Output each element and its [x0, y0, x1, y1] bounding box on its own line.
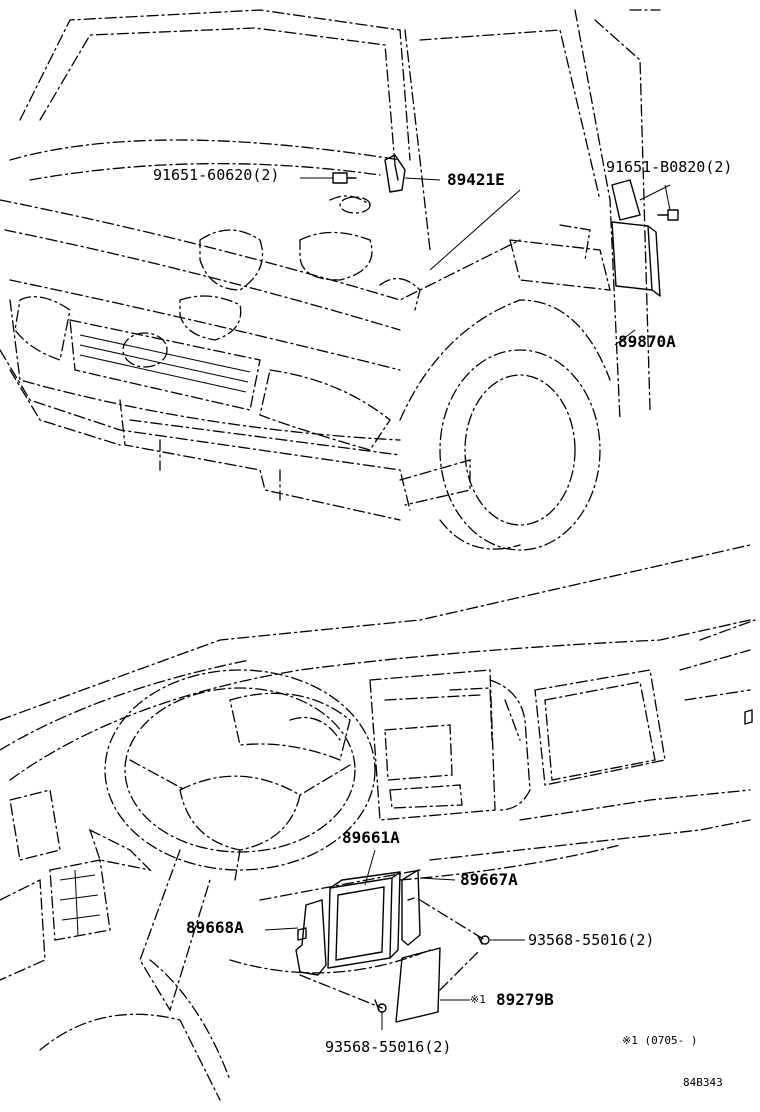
footnote: ※1 (0705- ) [622, 1034, 698, 1047]
callout-89870a: 89870A [618, 332, 676, 351]
callout-91651-60620: 91651-60620(2) [153, 166, 280, 184]
callout-93568-55016-lower: 93568-55016(2) [325, 1038, 452, 1056]
truck-cab-illustration [0, 9, 679, 551]
drawing-id: 84B343 [683, 1076, 723, 1089]
callout-89668a: 89668A [186, 918, 244, 937]
bracket-89667a [401, 869, 421, 946]
callout-89661a: 89661A [342, 828, 400, 847]
bolt-upper [480, 935, 490, 945]
callout-89667a: 89667A [460, 870, 518, 889]
leader-lines-lower [264, 849, 525, 1030]
leader-lines-upper [300, 177, 671, 346]
callout-93568-55016-upper: 93568-55016(2) [528, 931, 655, 949]
callout-89279b: 89279B [496, 990, 554, 1009]
ecu-assembly [295, 869, 490, 1023]
bracket-89668a [295, 899, 327, 976]
callout-note-mark: ※1 [470, 993, 486, 1006]
cover-89279b [395, 947, 441, 1023]
callout-91651-b0820: 91651-B0820(2) [606, 158, 733, 176]
callout-89421e: 89421E [447, 170, 505, 189]
dashboard-illustration [0, 544, 756, 1101]
